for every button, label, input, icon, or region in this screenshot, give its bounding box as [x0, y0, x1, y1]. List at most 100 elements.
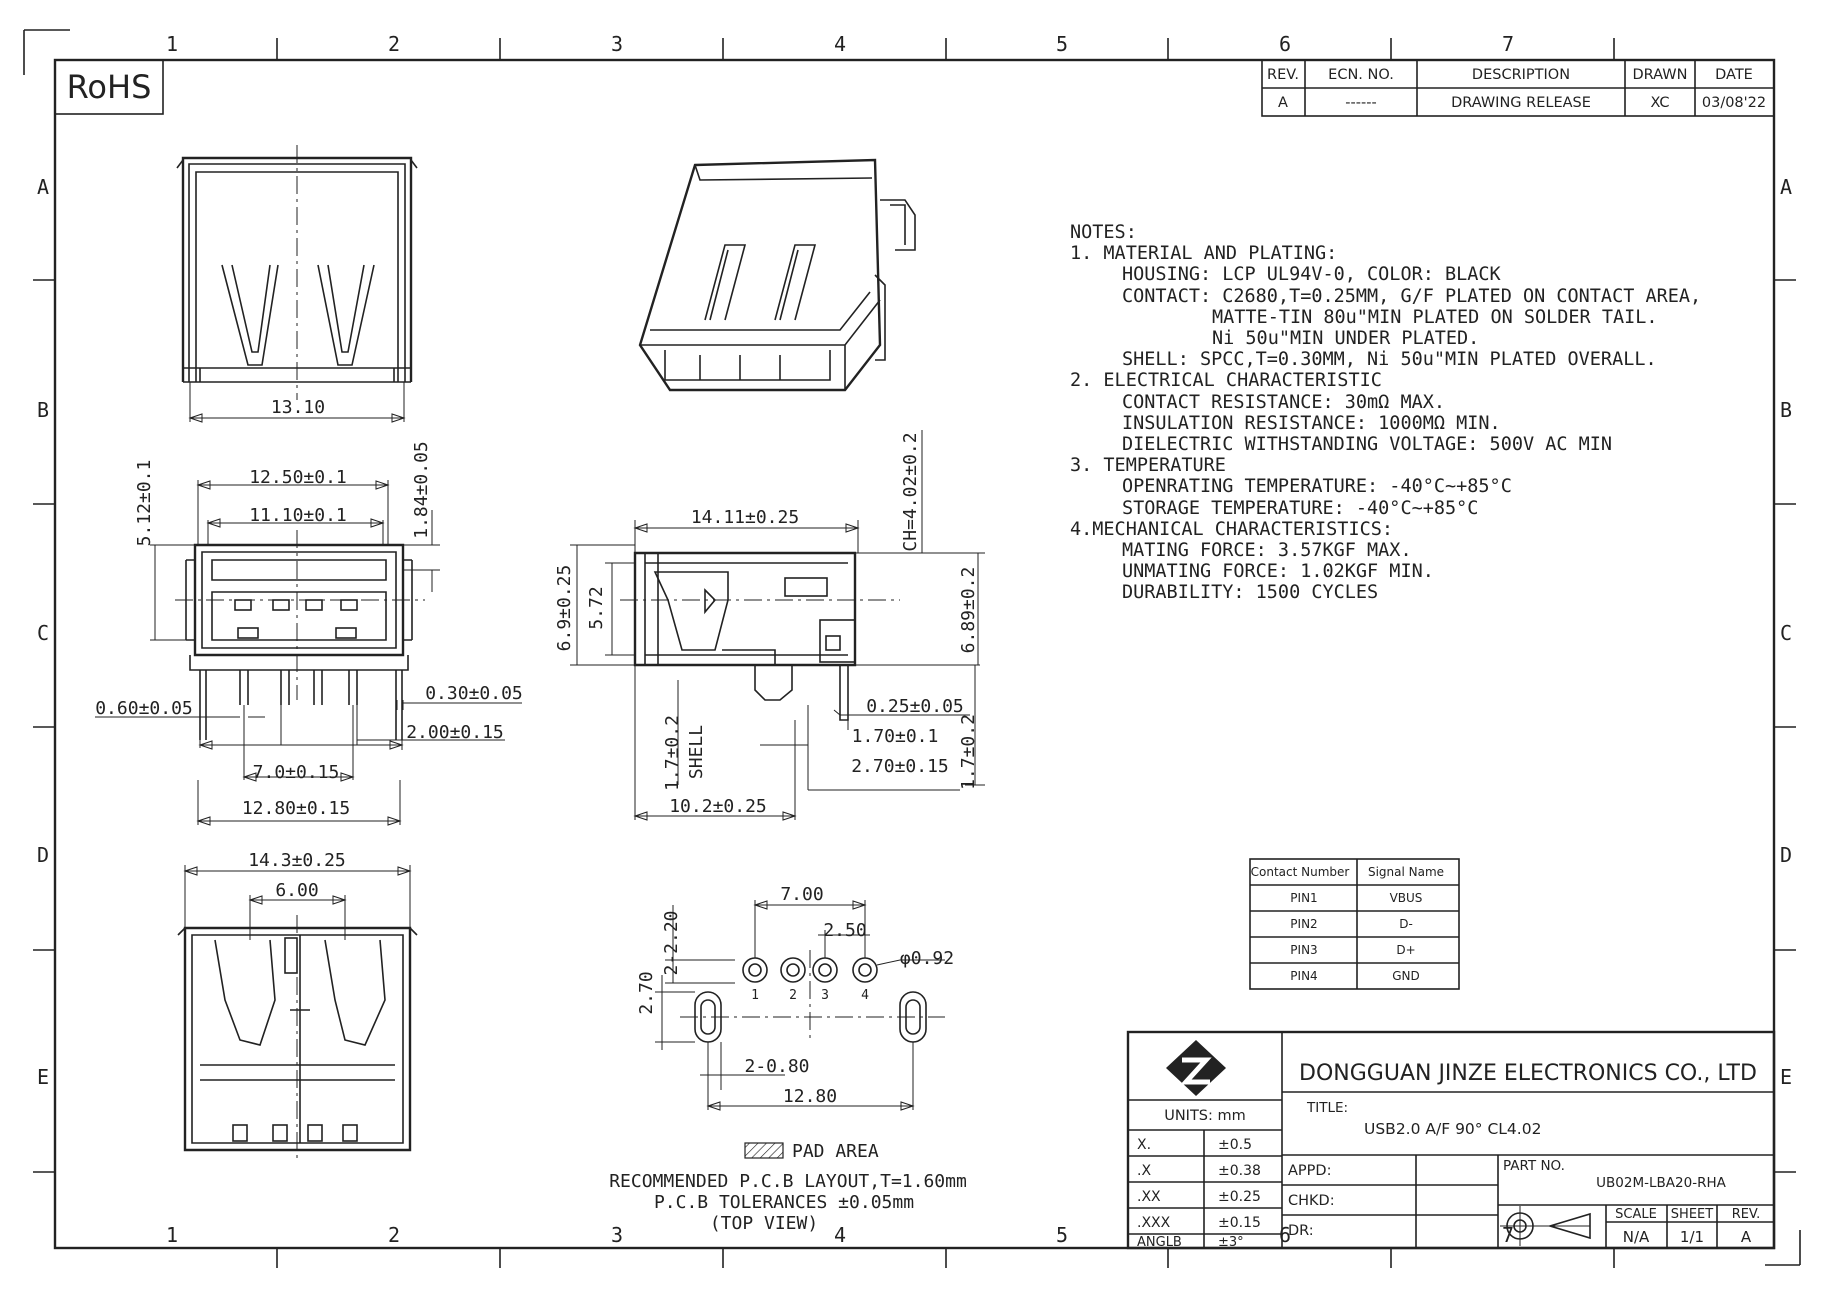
- grid-col-5-bottom: 5: [1056, 1223, 1068, 1247]
- grid-row-c-right: C: [1780, 621, 1792, 645]
- note-line: 2. ELECTRICAL CHARACTERISTIC: [1070, 370, 1382, 392]
- dim-11-10: 11.10±0.1: [249, 505, 347, 526]
- pcb-pin-3: 3: [821, 988, 829, 1003]
- note-line: CONTACT RESISTANCE: 30mΩ MAX.: [1122, 391, 1446, 413]
- dim-12-80-line: [196, 780, 402, 826]
- pcb-pin-2: 2: [789, 988, 797, 1003]
- grid-row-b: B: [37, 398, 49, 422]
- dim-1-7-tail: 1.7±0.2: [958, 714, 979, 790]
- note-line: CONTACT: C2680,T=0.25MM, G/F PLATED ON C…: [1122, 285, 1702, 307]
- grid-col-1: 1: [166, 32, 178, 56]
- tolerance-key: .XX: [1137, 1189, 1161, 1205]
- isometric-view: [638, 158, 916, 392]
- grid-ticks: [33, 38, 1796, 1268]
- pcb-dim-7-00: 7.00: [780, 884, 823, 905]
- tolerance-value: ±0.5: [1218, 1137, 1252, 1153]
- grid-col-5: 5: [1056, 32, 1068, 56]
- dim-0-30: 0.30±0.05: [425, 683, 523, 704]
- dim-6-9: 6.9±0.25: [554, 565, 575, 652]
- dim-13-10: 13.10: [271, 397, 325, 418]
- part-number: UB02M-LBA20-RHA: [1596, 1175, 1726, 1191]
- side-view: [570, 430, 985, 821]
- tolerance-value: ±3°: [1218, 1235, 1244, 1250]
- dim-14-3: 14.3±0.25: [248, 850, 346, 871]
- pcb-layout-note-1: RECOMMENDED P.C.B LAYOUT,T=1.60mm: [609, 1171, 967, 1192]
- pin-table-cell: D-: [1399, 917, 1413, 931]
- part-no-label: PART NO.: [1503, 1158, 1565, 1174]
- scale-value: N/A: [1623, 1228, 1650, 1246]
- rev-header-ecn: ECN. NO.: [1328, 67, 1394, 83]
- dim-1-70: 1.70±0.1: [852, 726, 939, 747]
- notes-lines: 1. MATERIAL AND PLATING:HOUSING: LCP UL9…: [1070, 243, 1790, 603]
- part-title: USB2.0 A/F 90° CL4.02: [1364, 1120, 1541, 1138]
- pcb-pin-4: 4: [861, 988, 869, 1003]
- front-view-dimensioned: [95, 480, 522, 782]
- rev-header-description: DESCRIPTION: [1472, 67, 1570, 83]
- grid-row-d: D: [37, 843, 49, 867]
- grid-col-1-bottom: 1: [166, 1223, 178, 1247]
- dim-6-00: 6.00: [275, 880, 318, 901]
- scale-label: SCALE: [1615, 1207, 1657, 1222]
- note-line: SHELL: SPCC,T=0.30MM, Ni 50u"MIN PLATED …: [1122, 349, 1657, 371]
- grid-row-a-right: A: [1780, 175, 1792, 199]
- grid-col-4-bottom: 4: [834, 1223, 846, 1247]
- rev-cell-rev: A: [1278, 95, 1288, 111]
- front-view-top: [176, 145, 418, 423]
- pin-table: Contact Number Signal Name PIN1 VBUS PIN…: [1249, 858, 1460, 990]
- dim-ch-4-02: CH=4.02±0.2: [900, 432, 921, 551]
- sheet-value: 1/1: [1680, 1228, 1704, 1246]
- pcb-dim-2-2-20: 2-2.20: [661, 910, 682, 975]
- grid-col-3: 3: [611, 32, 623, 56]
- rev-header-rev: REV.: [1267, 67, 1299, 83]
- pcb-layout-note-2: P.C.B TOLERANCES ±0.05mm: [654, 1192, 914, 1213]
- dim-1-84: 1.84±0.05: [411, 441, 432, 539]
- pcb-layout-note-3: (TOP VIEW): [710, 1213, 818, 1234]
- dim-5-72: 5.72: [586, 586, 607, 629]
- pad-area-swatch: [744, 1142, 784, 1159]
- pcb-dim-2-70: 2.70: [636, 971, 657, 1014]
- grid-row-c: C: [37, 621, 49, 645]
- rev-cell-drawn: XC: [1650, 95, 1669, 111]
- rev-label: REV.: [1732, 1207, 1761, 1222]
- dim-7-0: 7.0±0.15: [253, 762, 340, 783]
- chkd-label: CHKD:: [1288, 1193, 1335, 1209]
- pin-table-cell: GND: [1392, 969, 1420, 983]
- pad-area-label: PAD AREA: [792, 1141, 879, 1162]
- dim-2-70: 2.70±0.15: [851, 756, 949, 777]
- pin-table-header-contact: Contact Number: [1251, 865, 1350, 879]
- tolerance-key: .XXX: [1137, 1215, 1171, 1231]
- note-line: 3. TEMPERATURE: [1070, 455, 1226, 477]
- note-line: 4.MECHANICAL CHARACTERISTICS:: [1070, 518, 1394, 540]
- tolerance-value: ±0.15: [1218, 1215, 1261, 1231]
- rohs-label: RoHS: [67, 68, 152, 106]
- pcb-layout: [655, 900, 945, 1111]
- notes-title: NOTES:: [1070, 222, 1137, 243]
- dim-6-89: 6.89±0.2: [958, 567, 979, 654]
- sheet-label: SHEET: [1671, 1207, 1713, 1222]
- bottom-view: [177, 865, 418, 1160]
- corner-mark: [1765, 1230, 1801, 1266]
- pin-table-cell: VBUS: [1390, 891, 1423, 905]
- note-line: UNMATING FORCE: 1.02KGF MIN.: [1122, 561, 1434, 583]
- pin-table-cell: PIN2: [1290, 917, 1317, 931]
- pcb-dim-12-80: 12.80: [783, 1086, 837, 1107]
- note-line: STORAGE TEMPERATURE: -40°C~+85°C: [1122, 497, 1479, 519]
- note-line: MATING FORCE: 3.57KGF MAX.: [1122, 540, 1412, 562]
- tolerance-value: ±0.25: [1218, 1189, 1261, 1205]
- title-block: [1126, 1030, 1776, 1250]
- rev-value: A: [1741, 1228, 1752, 1246]
- grid-col-2: 2: [388, 32, 400, 56]
- grid-row-b-right: B: [1780, 398, 1792, 422]
- pin-table-header-signal: Signal Name: [1368, 865, 1444, 879]
- tolerance-key: ANGLB: [1137, 1235, 1182, 1250]
- units-label: UNITS: mm: [1164, 1108, 1246, 1124]
- note-line: DURABILITY: 1500 CYCLES: [1122, 582, 1379, 604]
- pin-table-cell: PIN1: [1290, 891, 1317, 905]
- appd-label: APPD:: [1288, 1163, 1331, 1179]
- pcb-dim-2-50: 2.50: [823, 920, 866, 941]
- note-line: MATTE-TIN 80u"MIN PLATED ON SOLDER TAIL.: [1212, 306, 1658, 328]
- pin-table-cell: D+: [1396, 943, 1415, 957]
- grid-row-e-right: E: [1780, 1065, 1792, 1089]
